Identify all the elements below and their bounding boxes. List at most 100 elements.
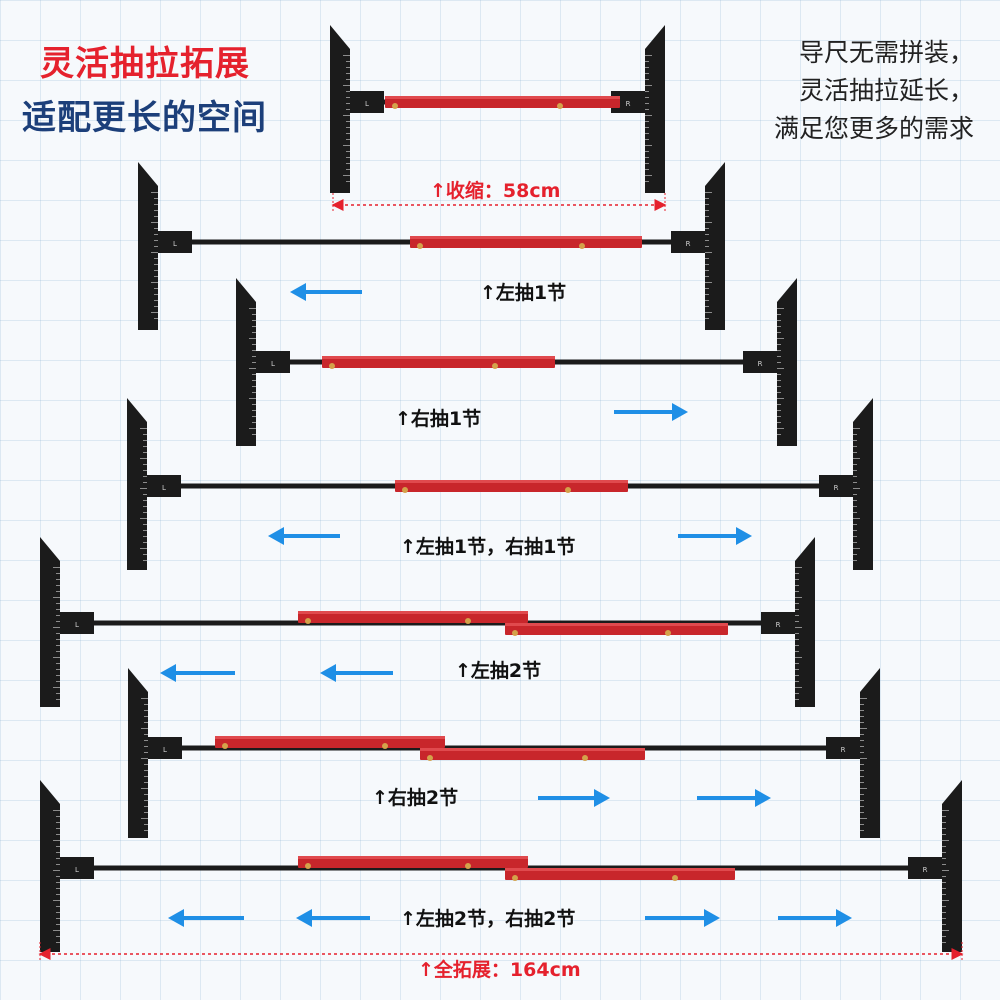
direction-arrowhead <box>704 909 720 927</box>
ruler-tick <box>140 518 147 519</box>
right-bracket <box>826 737 860 759</box>
ruler-tick <box>154 276 158 277</box>
ruler-tick <box>795 591 799 592</box>
ruler-tick <box>795 669 799 670</box>
right-square-ruler <box>860 668 880 838</box>
headline-primary: 灵活抽拉拓展 <box>40 44 250 84</box>
direction-arrowhead <box>672 403 688 421</box>
ruler-tick <box>154 294 158 295</box>
ruler-tick <box>853 482 857 483</box>
ruler-tick <box>942 906 946 907</box>
ruler-tick <box>942 900 949 901</box>
lock-knob <box>465 618 471 624</box>
ruler-tick <box>143 530 147 531</box>
ruler-tick <box>154 264 158 265</box>
rail-highlight <box>298 856 528 859</box>
ruler-tick <box>860 716 864 717</box>
lock-knob <box>665 630 671 636</box>
ruler-tick <box>343 145 350 146</box>
ruler-tick <box>853 506 857 507</box>
left-bracket <box>256 351 290 373</box>
ruler-tick <box>853 446 857 447</box>
right-bracket <box>908 857 942 879</box>
ruler-tick <box>705 288 709 289</box>
caption-collapsed: ↑收缩：58cm <box>430 180 561 202</box>
rail-highlight <box>215 736 445 739</box>
ruler-tick <box>143 434 147 435</box>
ruler-tick <box>144 824 148 825</box>
ruler-tick <box>705 234 709 235</box>
ruler-tick <box>53 810 60 811</box>
rail-highlight <box>410 236 642 239</box>
ruler-tick <box>252 422 256 423</box>
ruler-tick <box>860 704 864 705</box>
ruler-tick <box>795 639 799 640</box>
ruler-tick <box>53 930 60 931</box>
ruler-tick <box>777 434 781 435</box>
ruler-tick <box>249 368 256 369</box>
left-square-ruler <box>330 25 350 193</box>
caption-config-both1: ↑左抽1节，右抽1节 <box>400 536 576 558</box>
ruler-tick <box>56 573 60 574</box>
ruler-tick <box>705 216 709 217</box>
ruler-tick <box>143 542 147 543</box>
ruler-tick <box>853 434 857 435</box>
ruler-tick <box>143 560 147 561</box>
ruler-tick <box>860 698 867 699</box>
right-square-ruler <box>795 537 815 707</box>
ruler-tick <box>853 440 857 441</box>
ruler-tick <box>249 428 256 429</box>
ruler-tick <box>795 627 802 628</box>
ruler-tick <box>346 79 350 80</box>
ruler-tick <box>853 524 857 525</box>
caption-config-both2: ↑左抽2节，右抽2节 <box>400 908 576 930</box>
left-square-ruler <box>138 162 158 330</box>
ruler-tick <box>777 308 784 309</box>
ruler-tick <box>777 326 781 327</box>
ruler-tick <box>56 906 60 907</box>
left-bracket <box>148 737 182 759</box>
ruler-tick <box>860 788 867 789</box>
ruler-tick <box>56 816 60 817</box>
ruler-tick <box>853 536 857 537</box>
ruler-tick <box>860 800 864 801</box>
right-square-ruler <box>705 162 725 330</box>
right-bracket <box>819 475 853 497</box>
direction-arrowhead <box>836 909 852 927</box>
ruler-tick <box>705 240 709 241</box>
caption-config-left1: ↑左抽1节 <box>480 282 567 304</box>
ruler-tick <box>56 936 60 937</box>
rail-highlight <box>420 748 645 751</box>
ruler-tick <box>140 548 147 549</box>
ruler-tick <box>53 597 60 598</box>
ruler-tick <box>144 812 148 813</box>
ruler-tick <box>252 374 256 375</box>
ruler-tick <box>343 85 350 86</box>
rail-highlight <box>505 868 735 871</box>
left-mark-label: L <box>75 621 79 629</box>
ruler-tick <box>249 308 256 309</box>
ruler-tick <box>860 830 864 831</box>
ruler-tick <box>705 282 712 283</box>
rail-highlight <box>385 96 620 99</box>
ruler-tick <box>143 500 147 501</box>
direction-arrowhead <box>290 283 306 301</box>
ruler-tick <box>860 770 864 771</box>
ruler-tick <box>705 264 709 265</box>
ruler-tick <box>252 386 256 387</box>
ruler-tick <box>56 924 60 925</box>
ruler-tick <box>143 524 147 525</box>
ruler-tick <box>144 830 148 831</box>
ruler-tick <box>143 536 147 537</box>
ruler-tick <box>705 306 709 307</box>
lock-knob <box>329 363 335 369</box>
ruler-tick <box>795 699 799 700</box>
ruler-tick <box>343 175 350 176</box>
ruler-tick <box>252 380 256 381</box>
left-square-ruler <box>40 780 60 952</box>
feature-note: 导尺无需拼装， 灵活抽拉延长， 满足您更多的需求 <box>674 34 974 148</box>
ruler-tick <box>56 834 60 835</box>
ruler-tick <box>645 181 649 182</box>
ruler-tick <box>154 318 158 319</box>
ruler-tick <box>705 246 709 247</box>
